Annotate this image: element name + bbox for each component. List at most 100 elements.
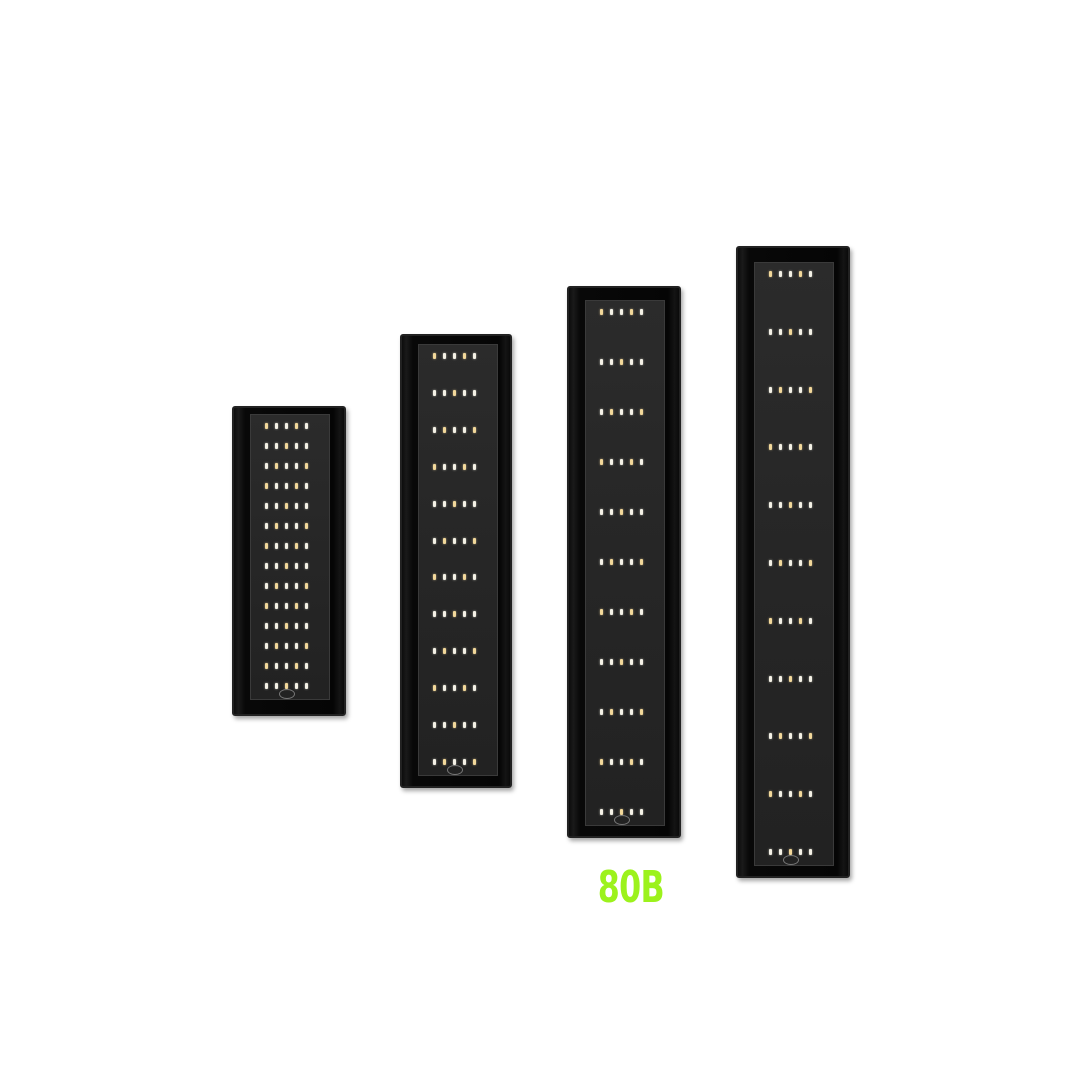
led-chip bbox=[275, 503, 278, 509]
led-chip bbox=[443, 537, 446, 544]
led-chip bbox=[789, 849, 792, 855]
led-chip bbox=[463, 537, 466, 544]
led-chip bbox=[630, 559, 633, 565]
led-chip bbox=[463, 353, 466, 359]
led-chip bbox=[809, 560, 812, 566]
led-chip bbox=[600, 509, 603, 515]
led-chip bbox=[295, 523, 298, 529]
led-chip bbox=[769, 386, 772, 393]
led-chip bbox=[295, 583, 298, 589]
led-chip bbox=[443, 426, 446, 433]
led-chip bbox=[640, 809, 643, 815]
led-chip bbox=[305, 683, 308, 689]
led-chip bbox=[265, 423, 268, 429]
led-chip bbox=[610, 609, 613, 615]
led-chip bbox=[620, 509, 623, 515]
led-chip bbox=[809, 386, 812, 393]
led-chip bbox=[295, 463, 298, 469]
led-chip bbox=[295, 503, 298, 509]
led-chip bbox=[463, 426, 466, 433]
led-chip bbox=[769, 328, 772, 335]
led-chip bbox=[610, 559, 613, 565]
led-chip bbox=[799, 444, 802, 451]
led-chip bbox=[305, 643, 308, 649]
led-chip bbox=[769, 444, 772, 451]
led-chip bbox=[453, 353, 456, 359]
light-bar-4 bbox=[736, 246, 850, 878]
led-chip bbox=[285, 463, 288, 469]
led-chip bbox=[779, 271, 782, 277]
led-chip bbox=[769, 560, 772, 566]
led-chip bbox=[610, 759, 613, 765]
led-chip bbox=[630, 609, 633, 615]
led-chip bbox=[305, 483, 308, 489]
led-chip bbox=[620, 459, 623, 465]
led-chip bbox=[275, 643, 278, 649]
led-chip bbox=[630, 359, 633, 365]
led-chip bbox=[610, 459, 613, 465]
led-chip bbox=[789, 271, 792, 277]
led-chip bbox=[779, 849, 782, 855]
led-chip bbox=[443, 685, 446, 692]
led-chip bbox=[809, 444, 812, 451]
led-chip bbox=[275, 543, 278, 549]
led-chip bbox=[610, 659, 613, 665]
led-panel bbox=[418, 344, 498, 776]
led-chip bbox=[265, 443, 268, 449]
led-chip bbox=[443, 759, 446, 765]
led-chip bbox=[463, 463, 466, 470]
led-chip bbox=[630, 459, 633, 465]
led-chip bbox=[295, 543, 298, 549]
led-chip bbox=[473, 353, 476, 359]
led-chip bbox=[610, 309, 613, 315]
led-chip bbox=[809, 675, 812, 682]
led-chip bbox=[433, 574, 436, 581]
led-chip bbox=[620, 359, 623, 365]
led-chip bbox=[295, 603, 298, 609]
led-chip bbox=[779, 560, 782, 566]
led-chip bbox=[769, 271, 772, 277]
led-chip bbox=[600, 659, 603, 665]
led-chip bbox=[630, 709, 633, 715]
led-chip bbox=[275, 603, 278, 609]
led-chip bbox=[779, 328, 782, 335]
led-chip bbox=[769, 502, 772, 509]
led-chip bbox=[463, 648, 466, 655]
led-chip bbox=[285, 423, 288, 429]
led-chip bbox=[809, 328, 812, 335]
led-chip bbox=[779, 791, 782, 798]
led-chip bbox=[443, 353, 446, 359]
model-label: 80B bbox=[597, 862, 665, 913]
led-chip bbox=[769, 675, 772, 682]
led-chip bbox=[620, 609, 623, 615]
led-chip bbox=[620, 809, 623, 815]
led-chip bbox=[275, 683, 278, 689]
led-chip bbox=[433, 353, 436, 359]
led-chip bbox=[433, 389, 436, 396]
led-chip bbox=[799, 271, 802, 277]
led-chip bbox=[275, 623, 278, 629]
led-chip bbox=[305, 603, 308, 609]
led-chip bbox=[295, 683, 298, 689]
led-chip bbox=[799, 560, 802, 566]
led-chip bbox=[285, 683, 288, 689]
led-chip bbox=[473, 426, 476, 433]
led-chip bbox=[769, 791, 772, 798]
led-chip bbox=[789, 502, 792, 509]
led-chip bbox=[305, 443, 308, 449]
led-chip bbox=[295, 483, 298, 489]
led-chip bbox=[275, 463, 278, 469]
led-chip bbox=[305, 563, 308, 569]
led-chip bbox=[809, 849, 812, 855]
led-chip bbox=[600, 309, 603, 315]
led-chip bbox=[275, 423, 278, 429]
led-chip bbox=[789, 617, 792, 624]
led-chip bbox=[789, 444, 792, 451]
led-chip bbox=[453, 574, 456, 581]
led-chip bbox=[453, 500, 456, 507]
led-chip bbox=[295, 623, 298, 629]
led-chip bbox=[473, 685, 476, 692]
led-chip bbox=[275, 483, 278, 489]
led-chip bbox=[433, 611, 436, 618]
led-chip bbox=[275, 663, 278, 669]
